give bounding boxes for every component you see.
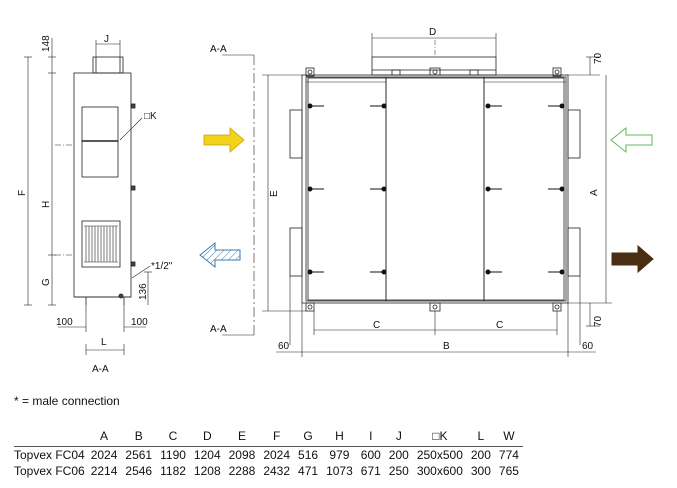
table-cell: 2098 <box>224 446 260 463</box>
table-row: Topvex FC04 2024 2561 1190 1204 2098 202… <box>14 446 523 463</box>
dim-c-right-label: C <box>496 320 503 331</box>
table-header-cell <box>14 429 87 447</box>
table-cell: 200 <box>466 446 495 463</box>
table-cell: 200 <box>384 446 413 463</box>
table-cell: 979 <box>322 446 357 463</box>
footnote: * = male connection <box>14 394 120 408</box>
table-header-cell: I <box>369 429 373 443</box>
table-cell: 516 <box>294 446 323 463</box>
front-dimensions <box>262 33 612 357</box>
front-view <box>289 40 581 312</box>
connection-label: *1/2" <box>151 261 173 272</box>
table-cell: 2214 <box>90 464 118 478</box>
technical-drawing: 148 J □K F H G *1/2" 136 100 100 L A-A A… <box>17 27 654 375</box>
table-cell: 2432 <box>263 464 291 478</box>
table-cell: 300x600 <box>416 464 463 478</box>
dim-d-label: D <box>429 27 436 38</box>
table-header-cell: D <box>202 429 212 443</box>
table-header-cell: C <box>168 429 178 443</box>
table-cell: 300 <box>470 464 491 478</box>
table-cell: 2024 <box>86 446 122 463</box>
table-header-row: A B C D E F G H I J □K L W <box>14 429 523 447</box>
supply-in-arrow <box>203 127 245 153</box>
dim-k-label: □K <box>144 111 157 122</box>
dim-136-label: 136 <box>138 283 149 300</box>
dim-100-left-label: 100 <box>56 317 73 328</box>
table-header-cell: A <box>100 429 109 443</box>
table-cell: 1190 <box>156 446 190 463</box>
table-row: Topvex FC06 2214 2546 1182 1208 2288 243… <box>14 463 523 479</box>
dim-e-label: E <box>269 190 280 197</box>
door-handles <box>307 103 565 275</box>
table-cell: 2288 <box>228 464 256 478</box>
table-header-cell: E <box>237 429 246 443</box>
table-header-cell: □K <box>432 429 448 443</box>
table-cell: 250 <box>388 464 409 478</box>
exhaust-out-arrow <box>611 244 654 274</box>
heater-coil <box>84 225 118 263</box>
dim-c-left-label: C <box>373 320 380 331</box>
dim-70-top-label: 70 <box>593 52 604 64</box>
dim-l-label: L <box>101 337 107 348</box>
dim-g-label: G <box>41 278 52 286</box>
extract-out-arrow <box>199 241 241 269</box>
dim-j-label: J <box>104 34 109 45</box>
dimension-table: A B C D E F G H I J □K L W Topvex FC04 2… <box>14 429 523 479</box>
outdoor-in-arrow <box>610 126 653 154</box>
table-cell: 1182 <box>160 464 186 478</box>
dim-h-label: H <box>41 201 52 208</box>
table-cell: 774 <box>494 446 523 463</box>
table-cell: 2024 <box>259 446 295 463</box>
section-mark-top: A-A <box>210 44 227 55</box>
dim-60-left-label: 60 <box>278 341 290 352</box>
side-view <box>24 38 152 355</box>
dim-f-label: F <box>17 190 28 196</box>
table-cell: 671 <box>360 464 381 478</box>
dim-100-right-label: 100 <box>131 317 148 328</box>
table-header-cell: B <box>134 429 143 443</box>
table-cell: 600 <box>356 446 385 463</box>
table-cell: 765 <box>498 464 519 478</box>
model-cell: Topvex FC04 <box>14 446 87 463</box>
model-cell: Topvex FC06 <box>14 464 85 478</box>
section-mark-bottom: A-A <box>210 324 227 335</box>
table-cell: 2561 <box>121 446 157 463</box>
table-header-cell: J <box>395 429 402 443</box>
table-header-cell: F <box>273 429 281 443</box>
table-cell: 2546 <box>125 464 153 478</box>
dim-70-bottom-label: 70 <box>593 315 604 327</box>
dim-148-label: 148 <box>41 35 52 52</box>
table-header-cell: H <box>335 429 344 443</box>
table-cell: 1208 <box>193 464 221 478</box>
table-cell: 1204 <box>189 446 225 463</box>
table-cell: 250x500 <box>412 446 467 463</box>
table-header-cell: G <box>303 429 313 443</box>
dim-60-right-label: 60 <box>582 341 594 352</box>
dim-a-label: A <box>589 189 600 196</box>
dim-b-label: B <box>443 341 450 352</box>
side-section-label: A-A <box>92 364 109 375</box>
table-cell: 471 <box>298 464 319 478</box>
table-cell: 1073 <box>326 464 353 478</box>
table-header-cell: L <box>477 429 485 443</box>
table-header-cell: W <box>503 429 515 443</box>
